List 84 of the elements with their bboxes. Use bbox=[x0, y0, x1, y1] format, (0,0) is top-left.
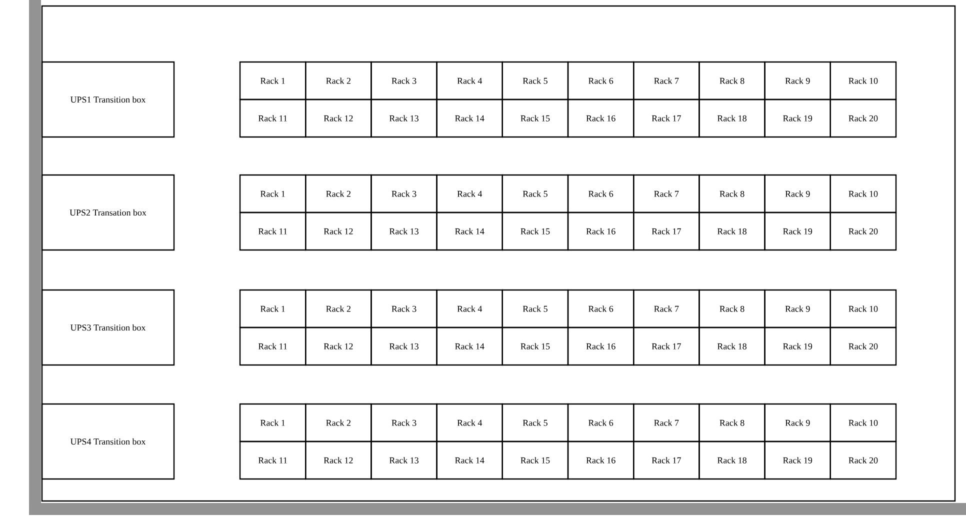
rack-cell: Rack 20 bbox=[830, 326, 897, 366]
rack-cell: Rack 16 bbox=[567, 326, 634, 366]
rack-cell: Rack 16 bbox=[567, 440, 634, 480]
rack-cell: Rack 6 bbox=[567, 403, 634, 442]
rack-cell: Rack 2 bbox=[305, 61, 372, 100]
rack-cell: Rack 20 bbox=[830, 212, 897, 251]
rack-cell: Rack 12 bbox=[305, 326, 372, 366]
rack-cell: Rack 7 bbox=[633, 403, 700, 442]
rack-cell: Rack 1 bbox=[239, 289, 306, 328]
ups-box: UPS3 Transition box bbox=[41, 289, 175, 366]
rack-cell: Rack 19 bbox=[764, 98, 831, 138]
rack-cell: Rack 19 bbox=[764, 212, 831, 251]
rack-cell: Rack 7 bbox=[633, 174, 700, 214]
rack-cell: Rack 6 bbox=[567, 289, 634, 328]
rack-cell: Rack 5 bbox=[502, 61, 569, 100]
rack-cell: Rack 16 bbox=[567, 98, 634, 138]
rack-cell: Rack 2 bbox=[305, 403, 372, 442]
rack-cell: Rack 7 bbox=[633, 289, 700, 328]
rack-cell: Rack 14 bbox=[436, 326, 503, 366]
rack-cell: Rack 14 bbox=[436, 440, 503, 480]
rack-cell: Rack 20 bbox=[830, 98, 897, 138]
rack-cell: Rack 14 bbox=[436, 98, 503, 138]
rack-cell: Rack 1 bbox=[239, 61, 306, 100]
rack-cell: Rack 3 bbox=[370, 403, 438, 442]
rack-cell: Rack 16 bbox=[567, 212, 634, 251]
rack-cell: Rack 8 bbox=[698, 403, 766, 442]
rack-cell: Rack 12 bbox=[305, 440, 372, 480]
rack-cell: Rack 15 bbox=[502, 326, 569, 366]
rack-cell: Rack 11 bbox=[239, 98, 306, 138]
rack-cell: Rack 9 bbox=[764, 61, 831, 100]
rack-cell: Rack 11 bbox=[239, 326, 306, 366]
rack-cell: Rack 17 bbox=[633, 98, 700, 138]
rack-cell: Rack 2 bbox=[305, 289, 372, 328]
rack-cell: Rack 18 bbox=[698, 212, 766, 251]
rack-cell: Rack 15 bbox=[502, 212, 569, 251]
rack-cell: Rack 9 bbox=[764, 289, 831, 328]
rack-cell: Rack 18 bbox=[698, 326, 766, 366]
rack-cell: Rack 13 bbox=[370, 326, 438, 366]
rack-cell: Rack 15 bbox=[502, 98, 569, 138]
rack-cell: Rack 8 bbox=[698, 174, 766, 214]
rack-cell: Rack 19 bbox=[764, 326, 831, 366]
rack-cell: Rack 8 bbox=[698, 61, 766, 100]
rack-cell: Rack 11 bbox=[239, 212, 306, 251]
rack-cell: Rack 19 bbox=[764, 440, 831, 480]
rack-cell: Rack 4 bbox=[436, 289, 503, 328]
rack-cell: Rack 3 bbox=[370, 289, 438, 328]
ups-box: UPS1 Transition box bbox=[41, 61, 175, 138]
rack-cell: Rack 15 bbox=[502, 440, 569, 480]
rack-cell: Rack 6 bbox=[567, 61, 634, 100]
rack-cell: Rack 3 bbox=[370, 174, 438, 214]
rack-cell: Rack 5 bbox=[502, 174, 569, 214]
rack-cell: Rack 7 bbox=[633, 61, 700, 100]
rack-cell: Rack 20 bbox=[830, 440, 897, 480]
rack-cell: Rack 12 bbox=[305, 98, 372, 138]
rack-cell: Rack 12 bbox=[305, 212, 372, 251]
rack-cell: Rack 10 bbox=[830, 174, 897, 214]
rack-cell: Rack 10 bbox=[830, 289, 897, 328]
rack-cell: Rack 11 bbox=[239, 440, 306, 480]
rack-cell: Rack 9 bbox=[764, 403, 831, 442]
rack-cell: Rack 1 bbox=[239, 403, 306, 442]
rack-cell: Rack 4 bbox=[436, 61, 503, 100]
rack-cell: Rack 2 bbox=[305, 174, 372, 214]
rack-cell: Rack 5 bbox=[502, 403, 569, 442]
rack-cell: Rack 13 bbox=[370, 440, 438, 480]
rack-cell: Rack 14 bbox=[436, 212, 503, 251]
rack-cell: Rack 17 bbox=[633, 440, 700, 480]
rack-cell: Rack 8 bbox=[698, 289, 766, 328]
rack-cell: Rack 10 bbox=[830, 61, 897, 100]
rack-cell: Rack 18 bbox=[698, 440, 766, 480]
rack-cell: Rack 5 bbox=[502, 289, 569, 328]
rack-cell: Rack 17 bbox=[633, 326, 700, 366]
rack-cell: Rack 18 bbox=[698, 98, 766, 138]
rack-cell: Rack 6 bbox=[567, 174, 634, 214]
rack-cell: Rack 13 bbox=[370, 98, 438, 138]
ups-box: UPS4 Transition box bbox=[41, 403, 175, 480]
rack-cell: Rack 3 bbox=[370, 61, 438, 100]
rack-cell: Rack 4 bbox=[436, 403, 503, 442]
rack-cell: Rack 1 bbox=[239, 174, 306, 214]
ups-box: UPS2 Transation box bbox=[41, 174, 175, 251]
rack-cell: Rack 17 bbox=[633, 212, 700, 251]
rack-cell: Rack 10 bbox=[830, 403, 897, 442]
rack-cell: Rack 4 bbox=[436, 174, 503, 214]
rack-cell: Rack 9 bbox=[764, 174, 831, 214]
rack-cell: Rack 13 bbox=[370, 212, 438, 251]
